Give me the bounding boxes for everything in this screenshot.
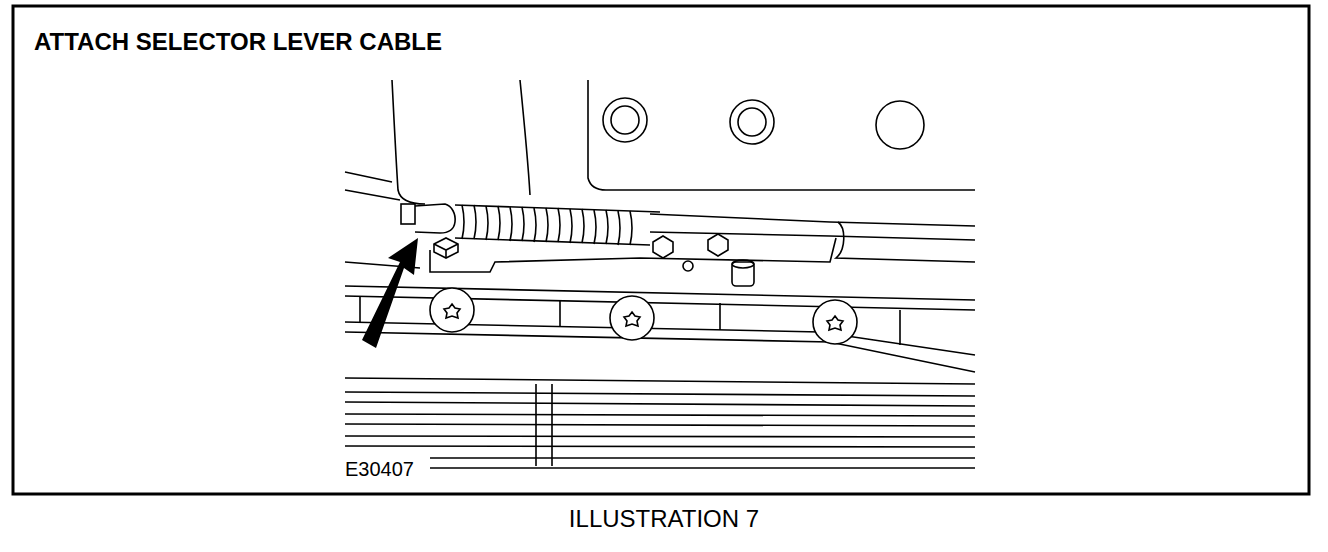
drawing-line [430, 288, 474, 332]
figure-title: ATTACH SELECTOR LEVER CABLE [34, 30, 442, 54]
drawing-line [603, 98, 647, 142]
drawing-line [730, 100, 774, 144]
frame [13, 6, 1309, 494]
figure-code: E30407 [345, 459, 414, 479]
drawing-line [401, 204, 415, 224]
drawing-line [415, 204, 455, 233]
drawing-line [827, 316, 843, 330]
drawing-line [392, 80, 425, 204]
drawing-line [650, 214, 975, 240]
drawing-line [536, 384, 552, 466]
drawing-line [434, 244, 458, 258]
drawing-line [836, 222, 975, 262]
drawing-line [624, 312, 640, 326]
drawing-line [462, 205, 632, 245]
transmission-drawing [345, 80, 975, 468]
drawing-line [345, 378, 975, 468]
drawing-line [455, 205, 660, 245]
figure-caption: ILLUSTRATION 7 [569, 507, 759, 531]
drawing-line [732, 262, 754, 286]
drawing-line [520, 80, 530, 195]
drawing-line [708, 234, 728, 256]
drawing-line [434, 238, 458, 258]
drawing-line [738, 108, 766, 136]
drawing-line [813, 300, 857, 344]
drawing-line [588, 80, 975, 190]
drawing-line [653, 236, 673, 258]
drawing-line [683, 261, 693, 271]
drawing-line [876, 101, 924, 149]
drawing-line [611, 106, 639, 134]
drawing-line [444, 304, 460, 318]
pointer-arrow [362, 238, 418, 348]
drawing-line [610, 296, 654, 340]
drawing-line [430, 238, 836, 272]
drawing-line [732, 260, 754, 268]
drawing-line [345, 262, 975, 372]
drawing-line [345, 172, 400, 200]
